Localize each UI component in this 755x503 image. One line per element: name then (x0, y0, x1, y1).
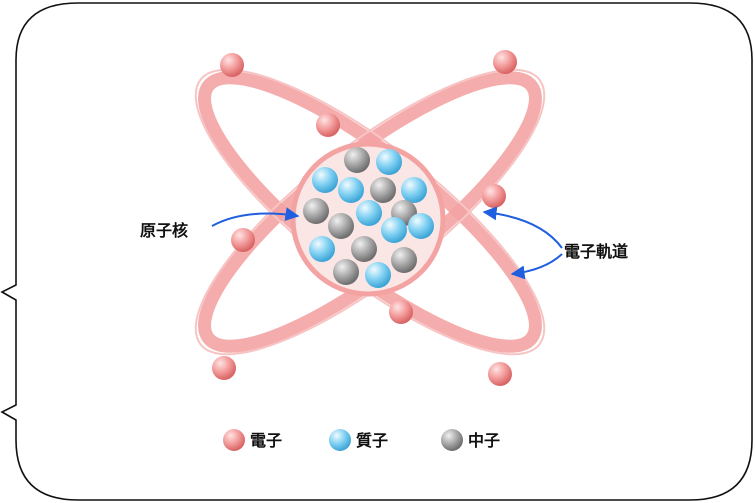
legend-neutron-swatch (441, 429, 463, 451)
legend-neutron-label: 中子 (468, 431, 500, 450)
neutron (391, 247, 417, 273)
orbit-label: 電子軌道 (564, 242, 628, 261)
electron (231, 228, 255, 252)
legend: 電子 質子 中子 (223, 429, 500, 451)
neutron (328, 213, 354, 239)
electron (482, 184, 506, 208)
orbit-arrow-upper (482, 206, 563, 249)
nucleus-label: 原子核 (140, 221, 188, 240)
pointer-arrows (211, 206, 563, 280)
legend-electron-label: 電子 (250, 431, 282, 450)
proton (338, 177, 364, 203)
proton (381, 217, 407, 243)
electron (316, 113, 340, 137)
orbit-arrow-lower (510, 253, 563, 280)
electron (212, 356, 236, 380)
proton (312, 167, 338, 193)
neutron (333, 259, 359, 285)
legend-proton-swatch (329, 429, 351, 451)
nucleus-arrow (211, 207, 300, 227)
neutron (344, 147, 370, 173)
electron (488, 362, 512, 386)
proton (356, 200, 382, 226)
neutron (351, 236, 377, 262)
electron (493, 50, 517, 74)
neutron (370, 177, 396, 203)
legend-proton-label: 質子 (356, 431, 388, 450)
proton (365, 262, 391, 288)
electron (389, 300, 413, 324)
electron (220, 53, 244, 77)
proton (309, 236, 335, 262)
proton (401, 177, 427, 203)
proton (376, 149, 402, 175)
neutron (303, 198, 329, 224)
proton (408, 213, 434, 239)
electrons (212, 50, 517, 386)
nucleus (290, 141, 446, 297)
legend-electron-swatch (223, 429, 245, 451)
